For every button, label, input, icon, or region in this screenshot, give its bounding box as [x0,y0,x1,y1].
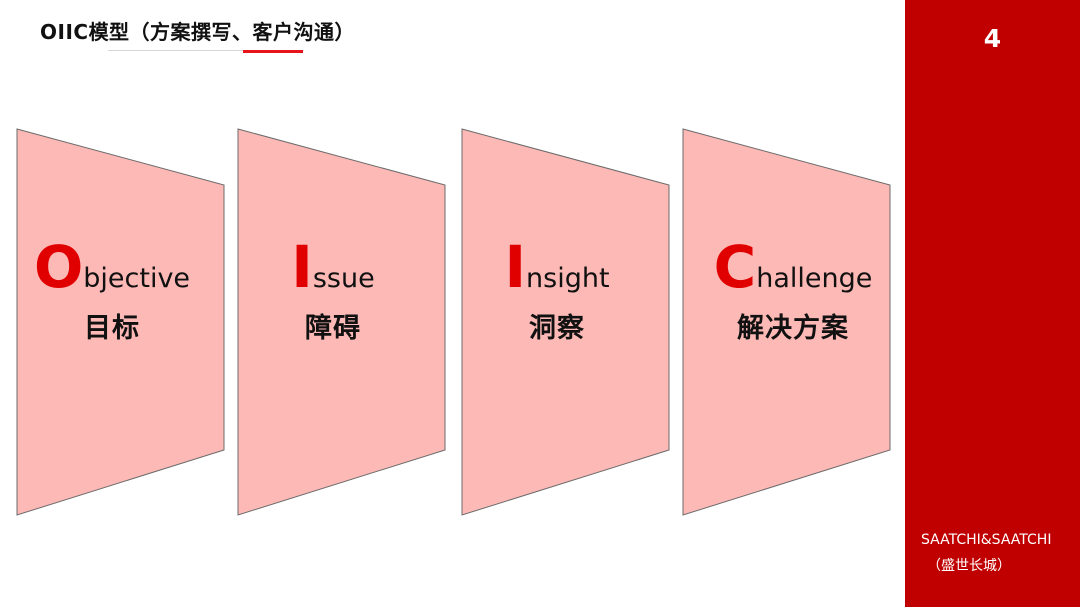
brand-chinese-name: （盛世长城） [927,558,1011,574]
panel-objective [16,128,225,516]
panel-initial: O [33,233,84,301]
panel-label-insight: Insight 洞察 [462,238,652,345]
panel-initial: C [713,233,757,301]
panel-word-rest: nsight [526,263,610,294]
slide-title: OIIC模型（方案撰写、客户沟通） [40,20,356,44]
panel-chinese-label: 目标 [84,313,140,344]
panel-chinese-label: 障碍 [305,313,361,344]
brand-name: SAATCHI&SAATCHI [921,532,1052,548]
panel-initial: I [504,233,527,301]
panel-chinese-label: 洞察 [529,313,585,344]
panel-word-rest: hallenge [756,263,873,294]
panel-word: Objective [17,238,207,296]
panel-word-rest: ssue [312,263,375,294]
title-underline [108,50,304,51]
panel-word: Issue [238,238,428,296]
title-accent-bar [243,50,303,53]
page-number: 4 [983,24,1002,53]
panel-word: Insight [462,238,652,296]
panel-issue [237,128,446,516]
panel-insight [461,128,670,516]
panel-word: Challenge [693,238,893,296]
right-sidebar: 4 SAATCHI&SAATCHI （盛世长城） [905,0,1080,607]
panel-word-rest: bjective [83,263,191,294]
panel-shapes [16,128,891,516]
brand-block: SAATCHI&SAATCHI （盛世长城） [921,527,1051,579]
panel-label-objective: Objective 目标 [17,238,207,345]
panel-label-challenge: Challenge 解决方案 [693,238,893,345]
panel-challenge [682,128,891,516]
panel-label-issue: Issue 障碍 [238,238,428,345]
panel-chinese-label: 解决方案 [737,313,849,344]
panel-initial: I [291,233,313,301]
